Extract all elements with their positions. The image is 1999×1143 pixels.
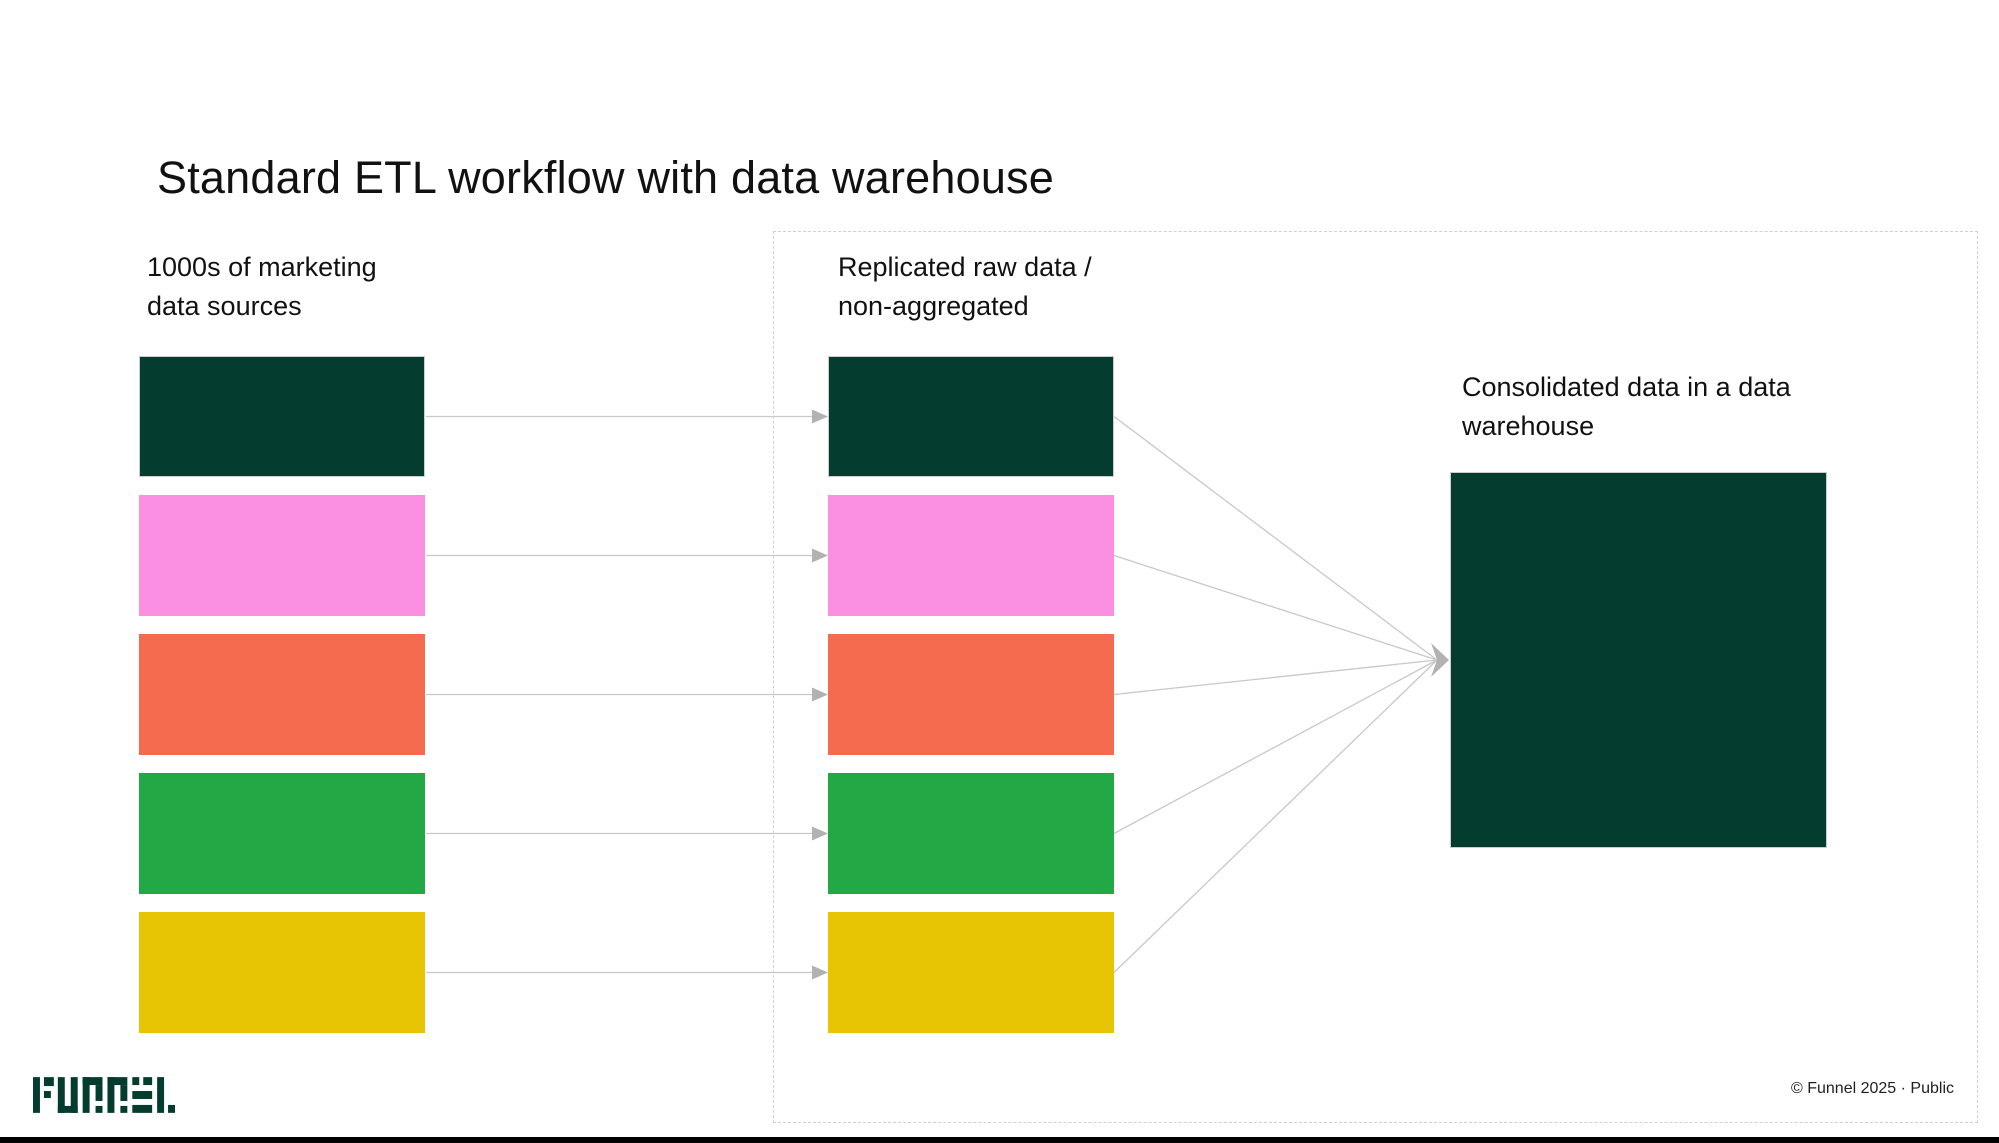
source-block-yellow — [139, 912, 425, 1033]
source-block-pink — [139, 495, 425, 616]
sources-heading: 1000s of marketing data sources — [147, 252, 377, 321]
replica-block-green — [828, 773, 1114, 894]
funnel-logo-icon — [33, 1077, 175, 1113]
replica-block-orange — [828, 634, 1114, 755]
etl-boundary-box — [773, 231, 1978, 1123]
bottom-edge-bar — [0, 1137, 1999, 1143]
replica-block-yellow — [828, 912, 1114, 1033]
warehouse-block — [1450, 472, 1827, 848]
page-title: Standard ETL workflow with data warehous… — [157, 152, 1054, 203]
copyright-text: © Funnel 2025 · Public — [1791, 1080, 1954, 1097]
replicated-heading: Replicated raw data / non-aggregated — [838, 252, 1092, 321]
replica-block-dark-green — [828, 356, 1114, 477]
source-block-dark-green — [139, 356, 425, 477]
warehouse-heading: Consolidated data in a data warehouse — [1462, 372, 1791, 441]
source-block-green — [139, 773, 425, 894]
replica-block-pink — [828, 495, 1114, 616]
source-block-orange — [139, 634, 425, 755]
